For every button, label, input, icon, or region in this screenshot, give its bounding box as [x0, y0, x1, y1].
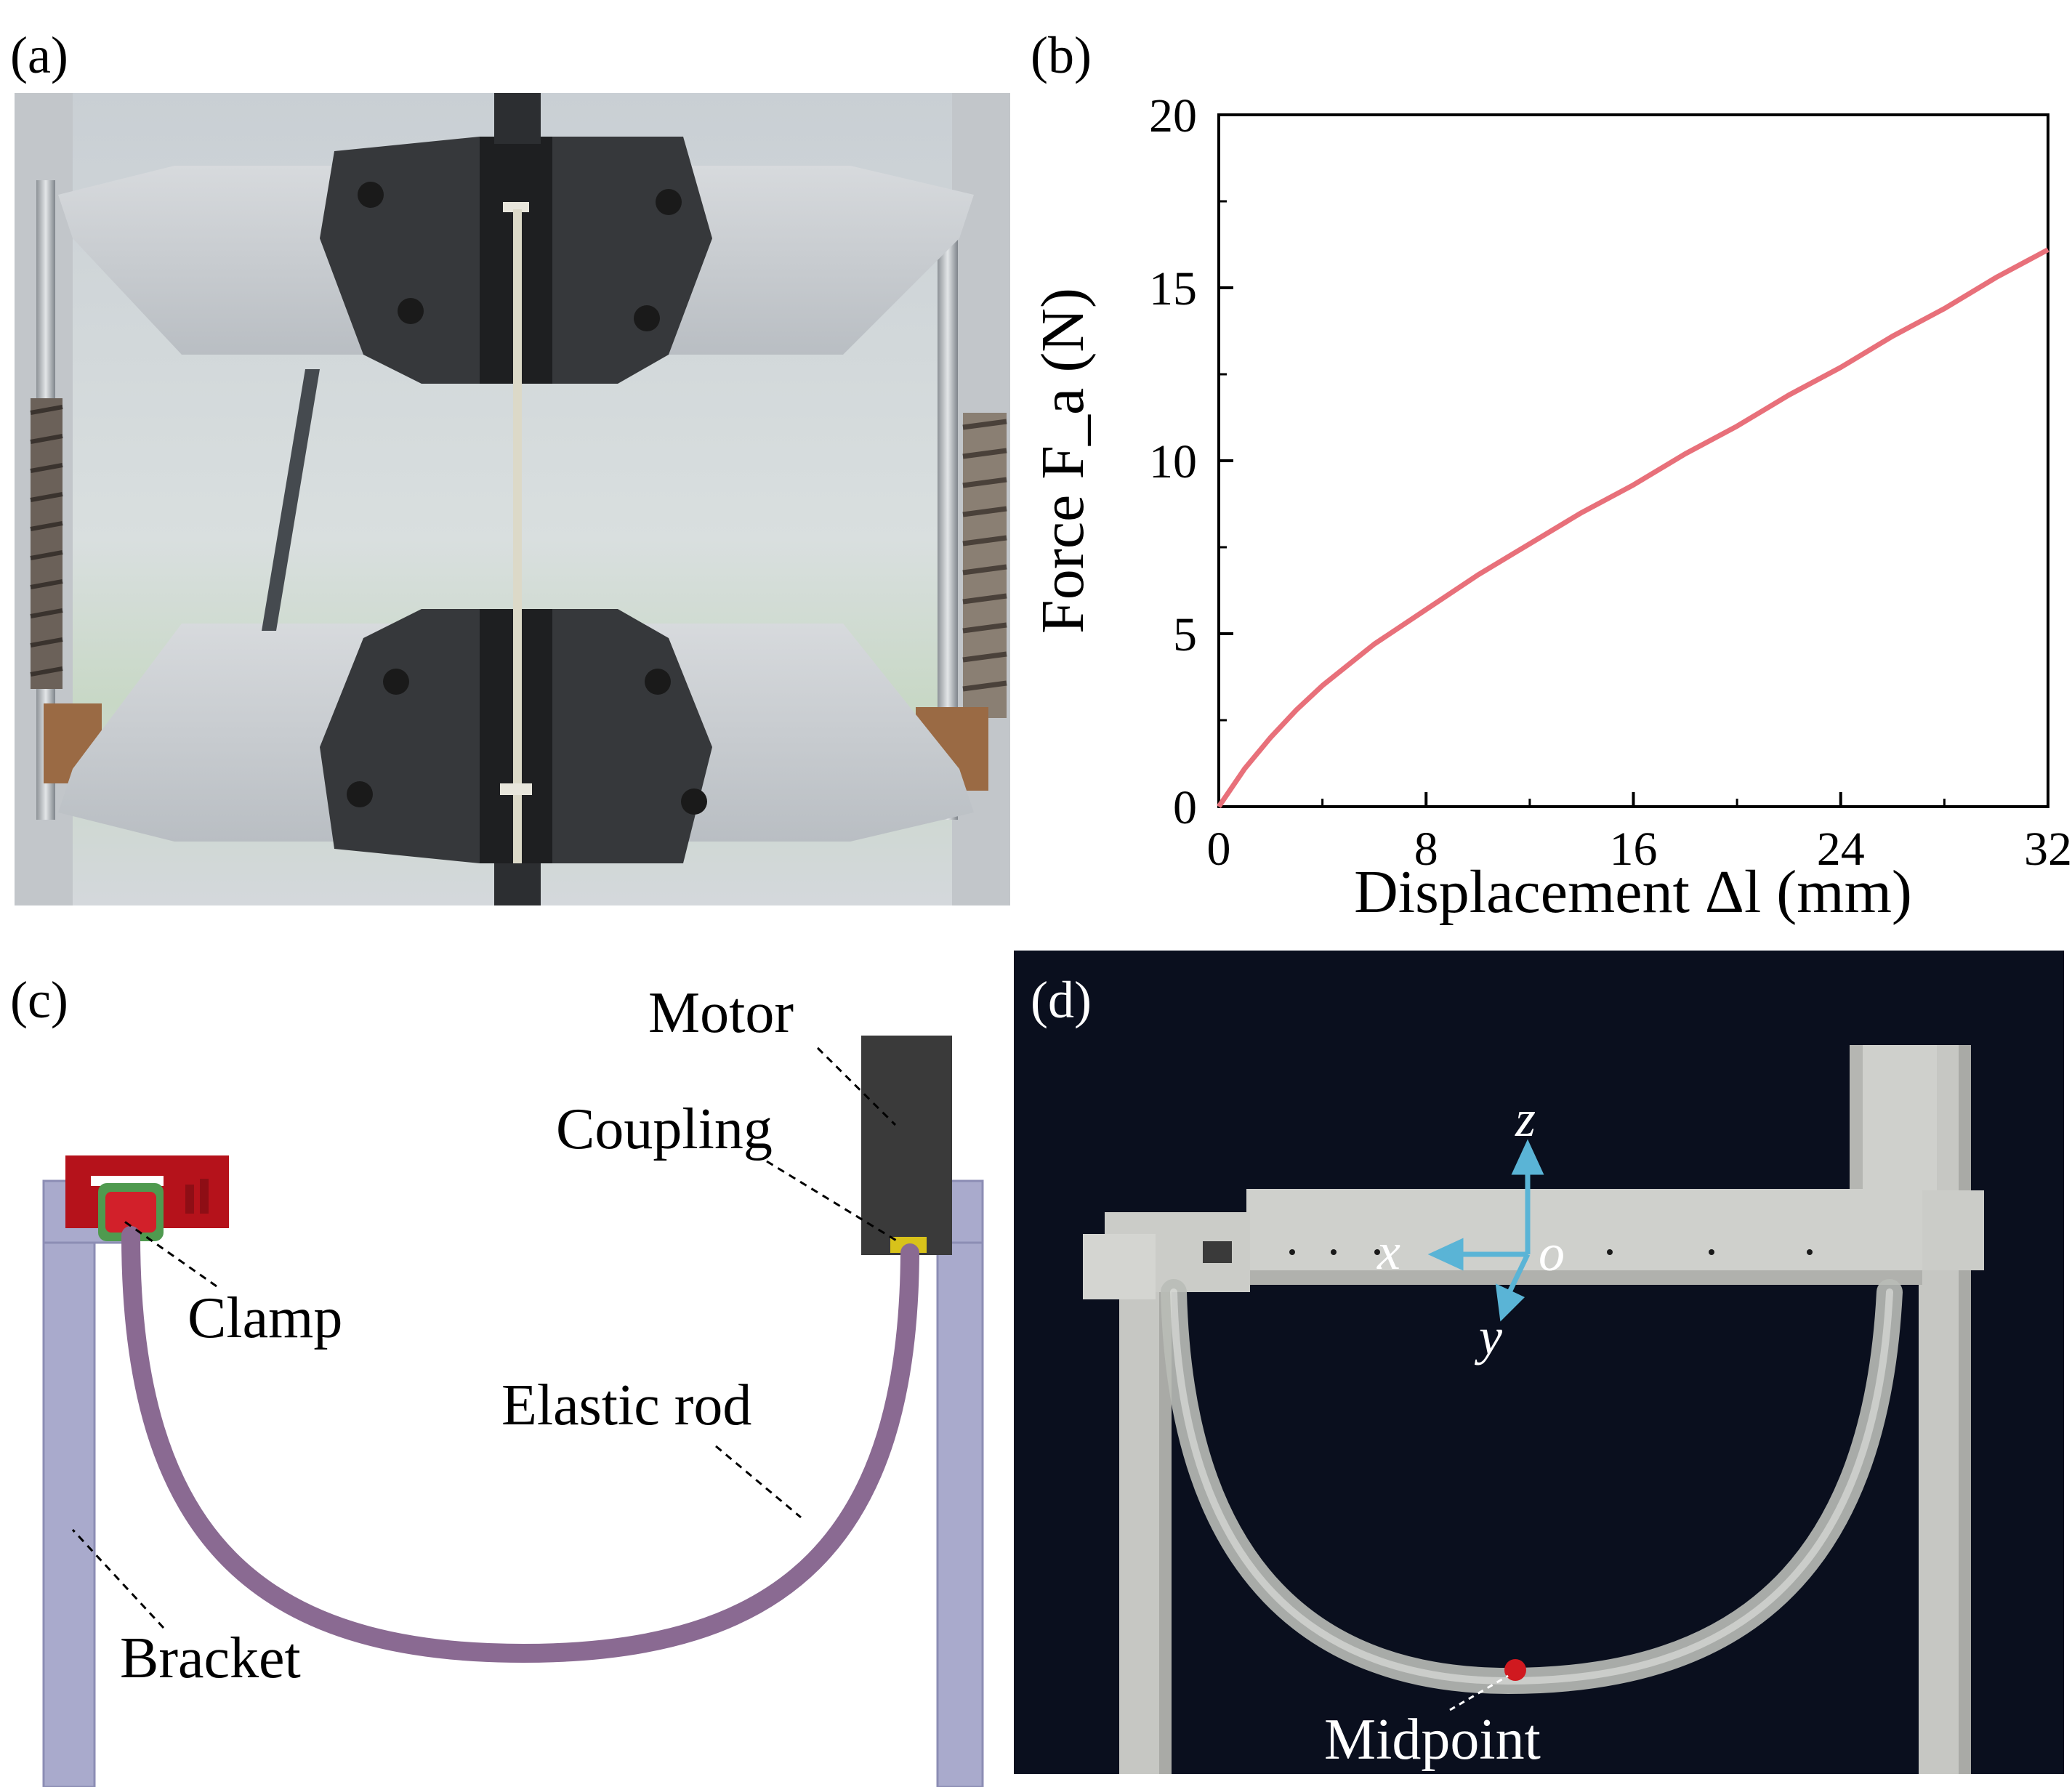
midpoint-marker: [1504, 1659, 1526, 1681]
callout-line-midpoint: [1449, 1674, 1509, 1711]
frame-top-beam: [1246, 1189, 1922, 1285]
series-line: [1217, 247, 2049, 808]
chart-y-axis-label: Force F_a (N): [1029, 288, 1097, 634]
tensile-test-photo: [15, 93, 1010, 905]
screw: [347, 781, 373, 807]
lower-shaft: [494, 863, 541, 905]
callout-line-elastic-rod: [715, 1445, 802, 1519]
screw: [634, 305, 660, 331]
clamp-dark: [1203, 1241, 1232, 1263]
callout-line-clamp: [123, 1219, 217, 1288]
beam-hole: [1807, 1249, 1813, 1255]
screw: [358, 182, 384, 208]
y-tick-label: 5: [1173, 608, 1197, 661]
specimen-bottom-tab: [500, 783, 532, 795]
beam-hole: [1709, 1249, 1714, 1255]
bracket-right: [936, 1179, 984, 1787]
panel-label-d: (d): [1031, 971, 1092, 1029]
chart-plot-area: [1217, 113, 2049, 808]
screw: [681, 788, 707, 815]
axis-label-z: z: [1515, 1089, 1536, 1147]
screw: [645, 669, 671, 695]
y-tick-label: 20: [1149, 89, 1197, 142]
label-coupling: Coupling: [556, 1097, 773, 1161]
background-rod: [262, 369, 320, 631]
screw: [398, 298, 424, 324]
elastic-rod: [121, 1226, 919, 1663]
chart-x-axis-label: Displacement Δl (mm): [1354, 858, 1912, 926]
panel-label-a: (a): [10, 26, 68, 84]
x-tick-label: 32: [2024, 823, 2072, 876]
callout-line-bracket: [71, 1528, 165, 1629]
beam-hole: [1374, 1249, 1380, 1255]
clamp-jaw: [105, 1192, 156, 1233]
y-tick-label: 0: [1173, 781, 1197, 834]
screw: [383, 669, 409, 695]
axis-label-x: x: [1376, 1222, 1400, 1280]
beam-hole: [1331, 1249, 1337, 1255]
y-tick-label: 10: [1149, 435, 1197, 488]
beam-hole: [1607, 1249, 1613, 1255]
frame-right-block: [1922, 1190, 1984, 1270]
motor-body: [861, 1036, 952, 1255]
screw: [656, 189, 682, 215]
frame-right-post-shade: [1959, 1045, 1971, 1774]
axis-label-origin: o: [1539, 1224, 1565, 1282]
beam-hole: [1289, 1249, 1295, 1255]
x-tick-label: 16: [1610, 823, 1658, 876]
chart-series: [1217, 247, 2049, 808]
label-elastic-rod: Elastic rod: [501, 1373, 751, 1437]
frame-left-cap: [1083, 1234, 1156, 1299]
elastic-rod-highlight: [1170, 1288, 1893, 1685]
label-clamp: Clamp: [188, 1286, 342, 1350]
prototype-photo: z x o y Midpoint: [1014, 951, 2064, 1774]
clamp-detail: [200, 1179, 209, 1214]
lower-grip-right: [552, 609, 712, 863]
upper-shaft: [494, 93, 541, 144]
x-tick-label: 8: [1414, 823, 1438, 876]
x-tick-label: 24: [1817, 823, 1865, 876]
label-midpoint: Midpoint: [1324, 1708, 1541, 1772]
axis-y-arrowhead: [1495, 1283, 1525, 1322]
axis-z-arrowhead: [1511, 1139, 1544, 1175]
clamp-detail: [185, 1185, 194, 1214]
y-tick-label: 15: [1149, 262, 1197, 315]
label-bracket: Bracket: [120, 1626, 301, 1690]
chart-ticks: 0 8 16 24 32 0 5 10 15 20: [1149, 89, 2072, 876]
specimen-top-tab: [503, 202, 529, 212]
axis-x-arrowhead: [1427, 1238, 1464, 1271]
chart-frame-box: [1217, 113, 2049, 808]
panel-label-c: (c): [10, 971, 68, 1029]
x-tick-label: 0: [1207, 823, 1231, 876]
callout-line-motor: [816, 1046, 897, 1126]
setup-diagram: Motor Coupling Clamp Elastic rod Bracket: [42, 981, 984, 1787]
panel-label-b: (b): [1031, 26, 1092, 84]
axis-y: [1507, 1253, 1531, 1294]
frame-top-beam-shade: [1246, 1270, 1922, 1285]
bracket-left: [42, 1179, 96, 1787]
axis-label-y: y: [1474, 1307, 1502, 1366]
force-displacement-chart: 0 8 16 24 32 0 5 10 15 20 Displacement Δl (mm) Fo…: [1029, 89, 2072, 926]
label-motor: Motor: [648, 981, 794, 1045]
specimen-rod: [513, 209, 522, 885]
